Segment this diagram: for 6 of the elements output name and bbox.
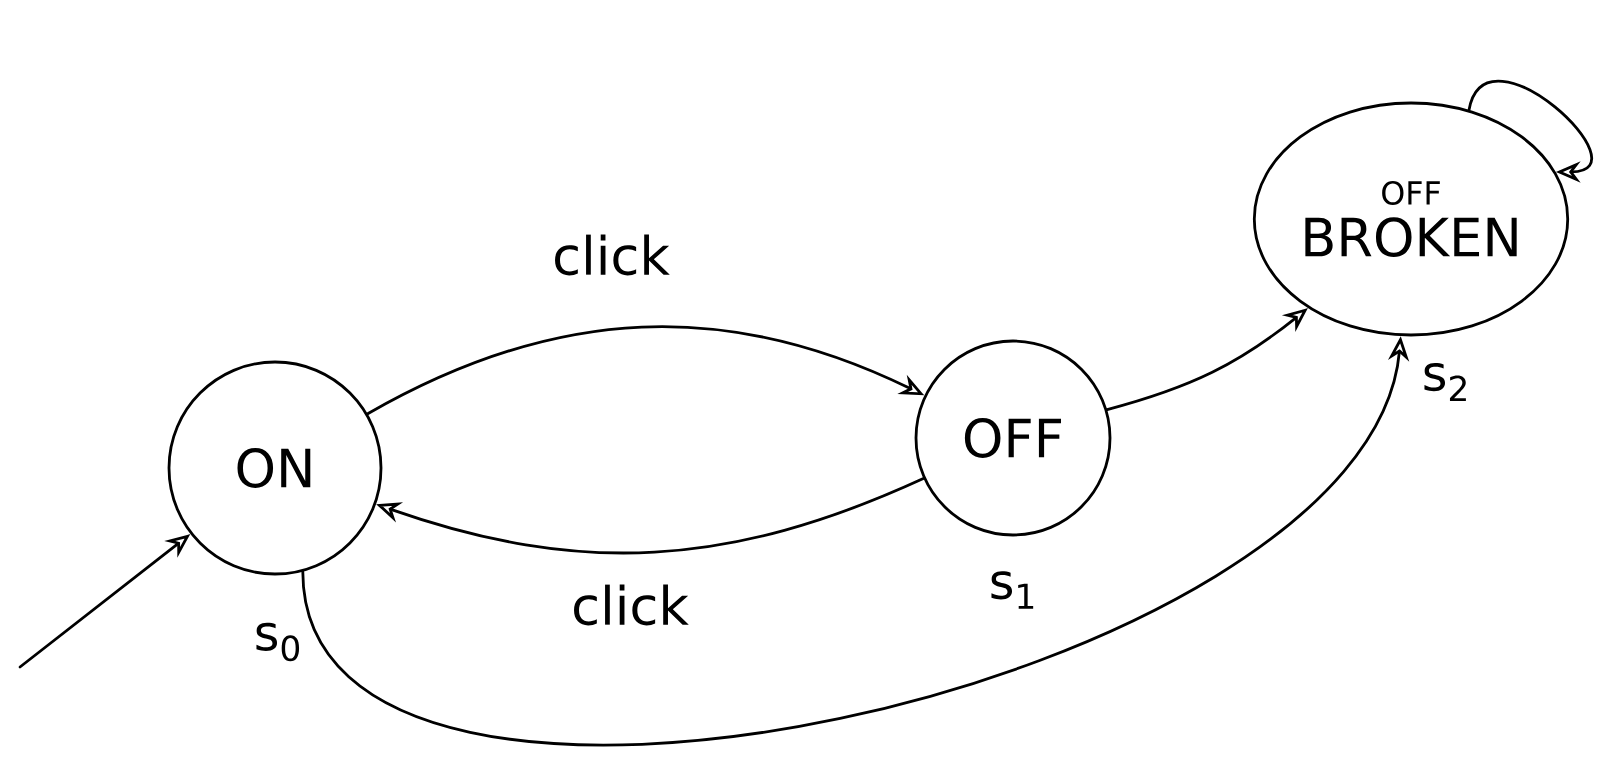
state-label: s$_{0}$ [256,622,300,662]
state-label: s$_{1}$ [991,571,1034,609]
edge-label: click [548,231,674,279]
arrow [1467,79,1593,183]
state-label: s$_{2}$ [1424,363,1466,402]
edge-label: click [567,581,693,629]
